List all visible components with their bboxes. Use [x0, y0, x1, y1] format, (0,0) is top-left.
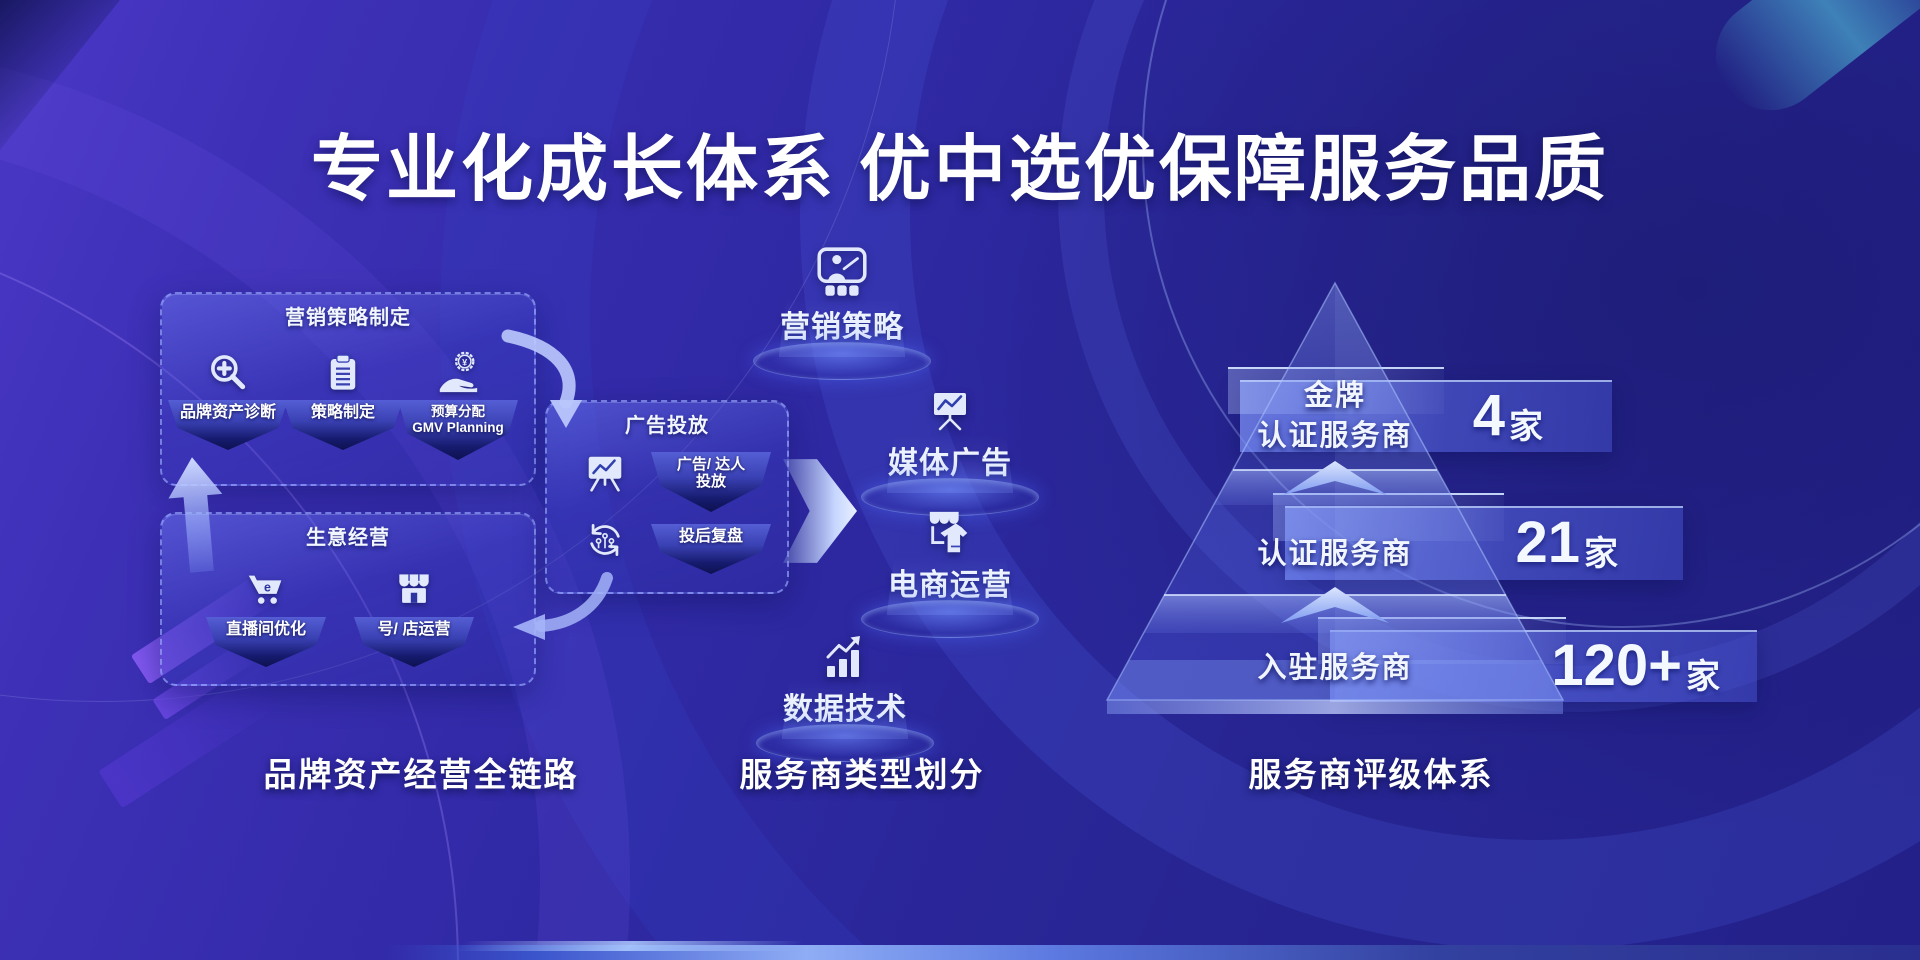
- box-title: 生意经营: [306, 527, 390, 549]
- page-title: 专业化成长体系 优中选优保障服务品质: [310, 130, 1609, 210]
- label-pedestal: 投后复盘: [651, 524, 771, 574]
- count-unit: 家: [1509, 407, 1543, 446]
- node-ecommerce: 电商运营: [855, 498, 1045, 638]
- node-platform: [861, 600, 1039, 638]
- item-label-line2: 投放: [695, 473, 726, 491]
- item-label: 预算分配: [431, 404, 485, 419]
- item-brand-diagnosis: 品牌资产诊断: [166, 349, 290, 450]
- item-label-line2: GMV Planning: [412, 419, 504, 435]
- cart-icon: e: [243, 566, 289, 614]
- shop-tshirt-icon: [855, 498, 1045, 558]
- count-unit: 家: [1584, 534, 1618, 573]
- curved-arrow-left: [513, 572, 613, 640]
- hand-coin-icon: ¥: [435, 349, 481, 397]
- label-pedestal: 策略制定: [283, 400, 403, 450]
- magnifier-plus-icon: [206, 349, 250, 397]
- svg-text:¥: ¥: [462, 357, 468, 367]
- item-label: 品牌资产诊断: [179, 404, 276, 421]
- item-label: 策略制定: [310, 404, 375, 421]
- count-certified: 21: [1515, 510, 1580, 575]
- tier1-label-line1: 金牌: [1303, 380, 1366, 412]
- label-pedestal: 直播间优化: [206, 617, 326, 667]
- bottom-bar-glow: [455, 941, 805, 951]
- node-marketing-strategy: 营销策略: [747, 240, 937, 380]
- bottom-bar: [0, 945, 1920, 960]
- caption-rating-system: 服务商评级体系: [1248, 756, 1494, 793]
- box-title: 广告投放: [625, 415, 709, 437]
- cycle-icon: [583, 518, 627, 567]
- presenter-icon: [747, 240, 937, 300]
- caption-brand-chain: 品牌资产经营全链路: [263, 756, 579, 793]
- node-media-ads: 媒体广告: [855, 376, 1045, 516]
- item-store-operation: 号/ 店运营: [352, 566, 476, 667]
- curved-arrow-down: [501, 329, 582, 428]
- svg-text:e: e: [264, 580, 271, 594]
- node-platform: [753, 342, 931, 380]
- label-pedestal: 品牌资产诊断: [168, 400, 288, 450]
- ad-placement-box: 广告投放 广告/ 达人 投放 投后复盘: [545, 400, 789, 594]
- clipboard-icon: [322, 349, 364, 397]
- item-label: 广告/ 达人: [676, 456, 746, 473]
- box-title: 营销策略制定: [285, 307, 411, 329]
- item-label: 直播间优化: [225, 621, 306, 638]
- caption-provider-types: 服务商类型划分: [739, 756, 985, 793]
- marketing-strategy-box: 营销策略制定 品牌资产诊断 策略制定: [160, 292, 536, 486]
- node-data-tech: 数据技术: [750, 622, 940, 762]
- item-strategy-making: 策略制定: [281, 349, 405, 450]
- tier3-label: 入驻服务商: [1257, 652, 1413, 684]
- count-gold: 4: [1472, 383, 1505, 448]
- storefront-icon: [392, 566, 436, 614]
- media-chart-icon: [855, 376, 1045, 436]
- item-label: 投后复盘: [678, 528, 743, 545]
- tier1-label-line2: 认证服务商: [1257, 420, 1413, 452]
- item-label: 号/ 店运营: [377, 621, 451, 638]
- tier2-label: 认证服务商: [1257, 538, 1413, 570]
- count-registered: 120+: [1551, 633, 1682, 698]
- item-live-room: e 直播间优化: [204, 566, 328, 667]
- item-budget-allocation: ¥ 预算分配 GMV Planning: [396, 349, 520, 460]
- easel-chart-icon: [582, 450, 628, 501]
- label-pedestal: 号/ 店运营: [354, 617, 474, 667]
- bar-chart-icon: [750, 622, 940, 682]
- label-pedestal: 广告/ 达人 投放: [651, 452, 771, 512]
- node-platform: [756, 724, 934, 762]
- count-unit: 家: [1686, 657, 1720, 696]
- rating-pyramid: [1105, 281, 1565, 714]
- business-operation-box: 生意经营 e 直播间优化: [160, 512, 536, 686]
